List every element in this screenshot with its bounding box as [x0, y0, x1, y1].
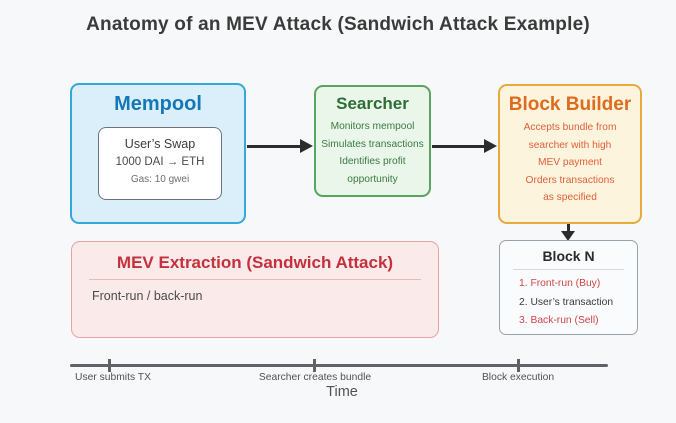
user-swap-name: User’s Swap	[124, 137, 196, 151]
block-n-item-front-run: 1. Front-run (Buy)	[519, 278, 601, 289]
mev-extraction-box: MEV Extraction (Sandwich Attack) Front-r…	[71, 241, 439, 338]
arrow-head-icon	[300, 139, 313, 153]
arrow-mempool-to-searcher	[247, 139, 313, 153]
block-builder-line: Accepts bundle from	[523, 122, 617, 133]
timeline-milestone-block-execution: Block execution	[481, 372, 555, 383]
arrow-shaft	[566, 224, 570, 232]
searcher-title: Searcher	[336, 94, 409, 113]
searcher-box: Searcher Monitors mempool Simulates tran…	[314, 85, 431, 197]
searcher-description: Monitors mempool Simulates transactions …	[316, 118, 429, 188]
mev-extraction-title: MEV Extraction (Sandwich Attack)	[116, 253, 394, 272]
block-n-divider	[513, 269, 624, 270]
arrow-searcher-to-builder	[432, 139, 497, 153]
user-swap-trade: 1000 DAI → ETH	[115, 156, 205, 168]
diagram-title: Anatomy of an MEV Attack (Sandwich Attac…	[86, 14, 590, 35]
user-swap-card: User’s Swap 1000 DAI → ETH Gas: 10 gwei	[98, 127, 222, 200]
arrow-shaft	[247, 144, 301, 148]
block-builder-line: Orders transactions	[525, 174, 615, 186]
block-builder-title: Block Builder	[508, 94, 632, 115]
searcher-line: opportunity	[347, 173, 398, 185]
mempool-box: Mempool User’s Swap 1000 DAI → ETH Gas: …	[70, 83, 246, 224]
arrow-head-icon	[561, 231, 575, 241]
timeline-tick	[313, 359, 316, 372]
timeline-tick	[108, 359, 111, 372]
timeline-tick	[517, 359, 520, 372]
block-builder-line: MEV payment	[538, 157, 602, 168]
time-axis-label: Time	[326, 384, 358, 400]
mempool-title: Mempool	[114, 93, 202, 115]
block-builder-box: Block Builder Accepts bundle from search…	[498, 84, 642, 224]
arrow-head-icon	[484, 139, 497, 153]
block-builder-line: as specified	[543, 192, 597, 203]
block-builder-line: searcher with high	[528, 139, 612, 151]
timeline-milestone-searcher-bundle: Searcher creates bundle	[258, 372, 372, 383]
searcher-line: Monitors mempool	[330, 121, 415, 132]
block-n-transaction-list: 1. Front-run (Buy) 2. User’s transaction…	[519, 275, 637, 331]
timeline-axis	[70, 364, 608, 367]
mev-extraction-divider	[89, 279, 421, 280]
block-n-title: Block N	[542, 248, 595, 264]
arrow-builder-to-block-n	[561, 224, 575, 241]
searcher-line: Identifies profit	[339, 156, 406, 167]
user-swap-gas: Gas: 10 gwei	[130, 174, 190, 185]
block-n-box: Block N 1. Front-run (Buy) 2. User’s tra…	[499, 240, 638, 335]
searcher-line: Simulates transactions	[321, 138, 424, 150]
block-n-item-back-run: 3. Back-run (Sell)	[519, 315, 599, 326]
block-n-item-user-tx: 2. User’s transaction	[519, 296, 614, 308]
arrow-shaft	[432, 144, 485, 148]
mev-extraction-body: Front-run / back-run	[92, 289, 203, 303]
block-builder-description: Accepts bundle from searcher with high M…	[500, 119, 640, 207]
timeline-milestone-user-submits: User submits TX	[75, 372, 151, 383]
